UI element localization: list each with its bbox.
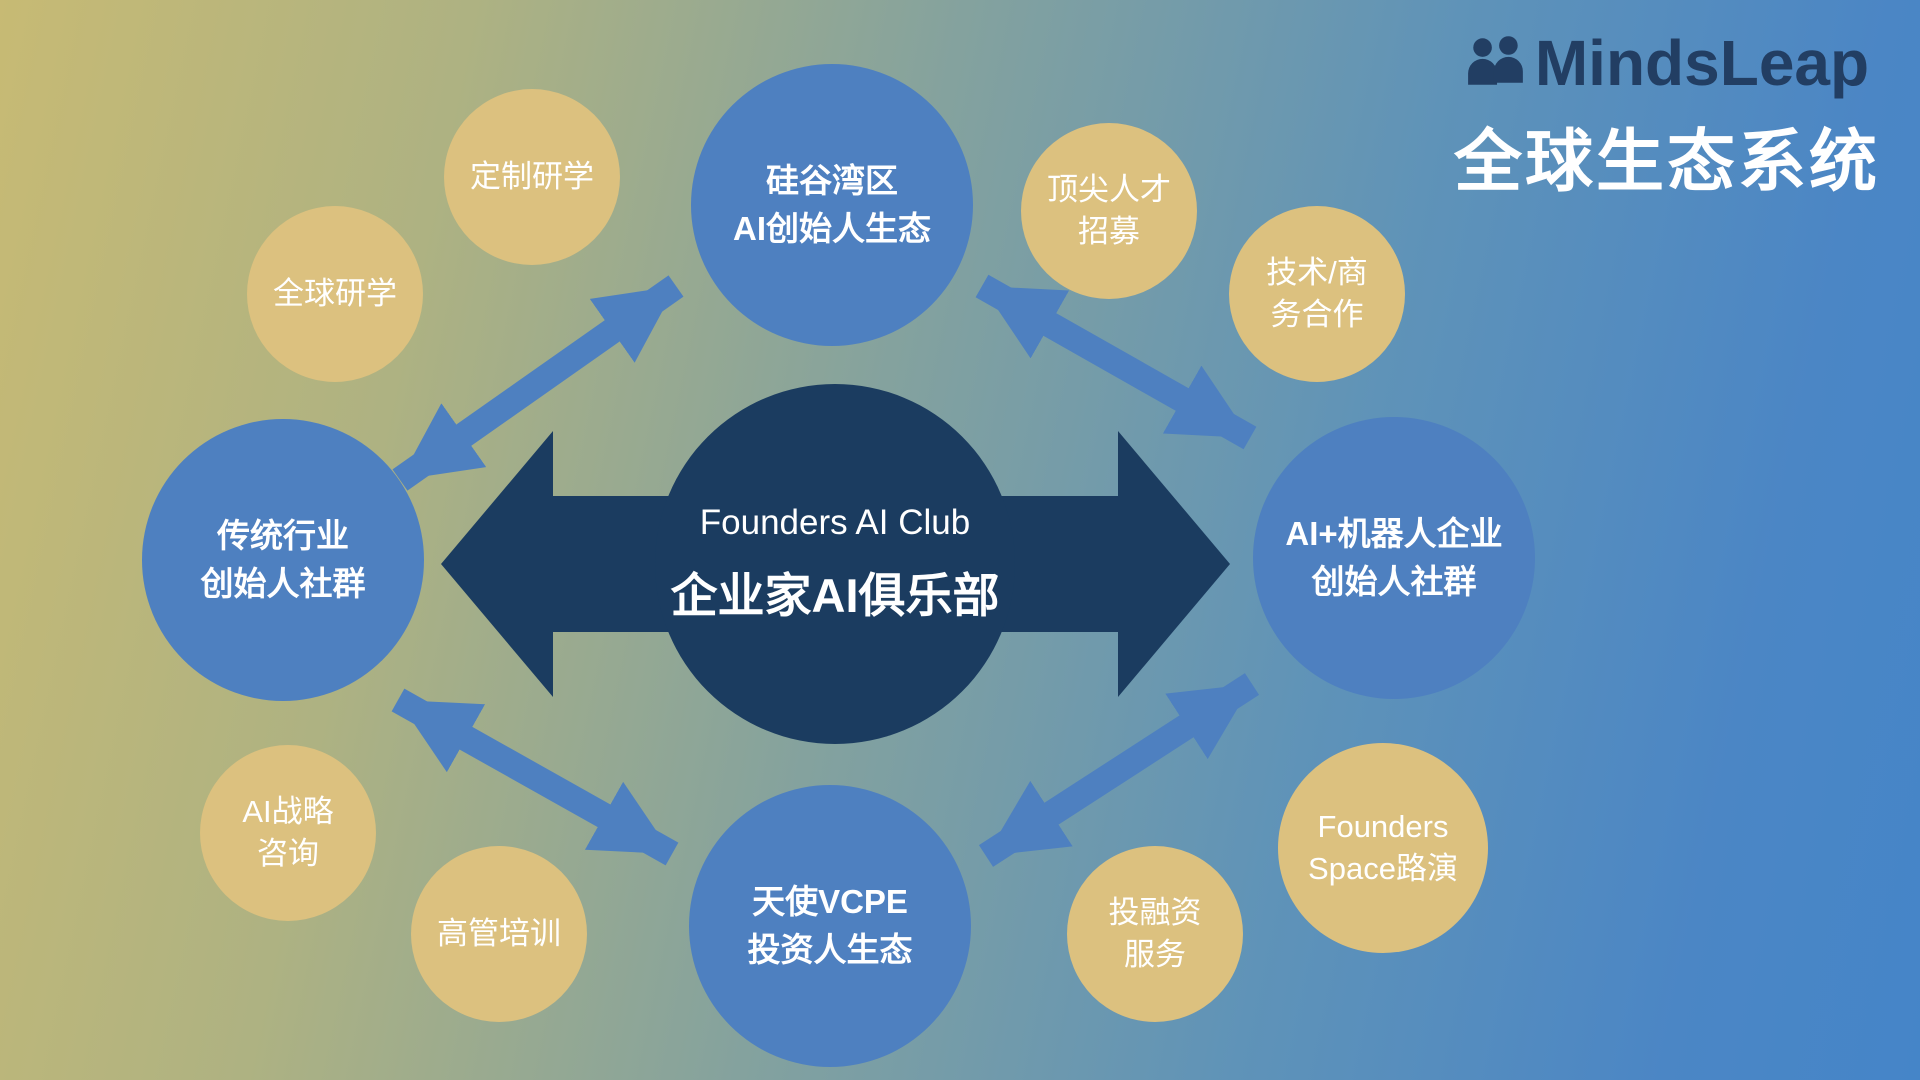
node-investment-financing-services: 投融资 服务 — [1067, 846, 1243, 1022]
node-label: AI创始人生态 — [733, 210, 931, 247]
node-label: AI+机器人企业 — [1285, 515, 1503, 553]
node-custom-study: 定制研学 — [444, 89, 620, 265]
node-label: 天使VCPE — [752, 883, 908, 921]
connector-left-top-arrow — [392, 275, 684, 491]
node-ai-strategy-consulting: AI战略 咨询 — [200, 745, 376, 921]
node-label: 高管培训 — [437, 916, 561, 952]
node-executive-training: 高管培训 — [411, 846, 587, 1022]
node-label: 招募 — [1078, 214, 1140, 249]
node-label: AI战略 — [242, 794, 334, 830]
hub-label-en: Founders AI Club — [699, 502, 971, 542]
node-top-talent-recruiting: 顶尖人才 招募 — [1021, 123, 1197, 299]
connector-top-right-arrow — [975, 274, 1257, 450]
node-label: Founders — [1317, 809, 1449, 845]
node-label: 传统行业 — [217, 517, 349, 555]
node-label: 定制研学 — [470, 159, 594, 195]
node-angel-vcpe-investors: 天使VCPE 投资人生态 — [689, 785, 971, 1067]
node-label: 务合作 — [1270, 297, 1364, 332]
hub-label-cn: 企业家AI俱乐部 — [670, 568, 1000, 622]
node-founders-space-roadshow: Founders Space路演 — [1278, 743, 1488, 953]
node-silicon-valley-ai-founders: 硅谷湾区 AI创始人生态 — [691, 64, 973, 346]
node-ai-robotics-founders: AI+机器人企业 创始人社群 — [1253, 417, 1535, 699]
node-label: 全球研学 — [273, 276, 397, 312]
node-tech-business-cooperation: 技术/商 务合作 — [1229, 206, 1405, 382]
diagram-title: 全球生态系统 — [1453, 124, 1880, 200]
node-label: 投融资 — [1108, 895, 1202, 931]
connector-bottom-right-arrow — [978, 673, 1260, 867]
node-label: 创始人社群 — [1311, 563, 1477, 600]
node-label: 咨询 — [257, 836, 319, 871]
node-global-study: 全球研学 — [247, 206, 423, 382]
mindsleap-people-icon — [1465, 35, 1527, 92]
connector-left-bottom-arrow — [391, 688, 679, 866]
node-label: Space路演 — [1308, 851, 1458, 886]
node-label: 硅谷湾区 — [766, 162, 898, 200]
node-traditional-industry-founders: 传统行业 创始人社群 — [142, 419, 424, 701]
node-label: 服务 — [1124, 937, 1186, 972]
brand-name: MindsLeap — [1534, 27, 1870, 99]
node-label: 技术/商 — [1266, 255, 1368, 291]
hub-founders-ai-club: Founders AI Club 企业家AI俱乐部 — [655, 384, 1015, 744]
brand-header: MindsLeap 全球生态系统 — [1454, 26, 1880, 205]
node-label: 顶尖人才 — [1047, 172, 1171, 208]
node-label: 创始人社群 — [200, 565, 366, 602]
node-label: 投资人生态 — [747, 931, 913, 968]
brand-logo: MindsLeap — [1465, 26, 1869, 100]
